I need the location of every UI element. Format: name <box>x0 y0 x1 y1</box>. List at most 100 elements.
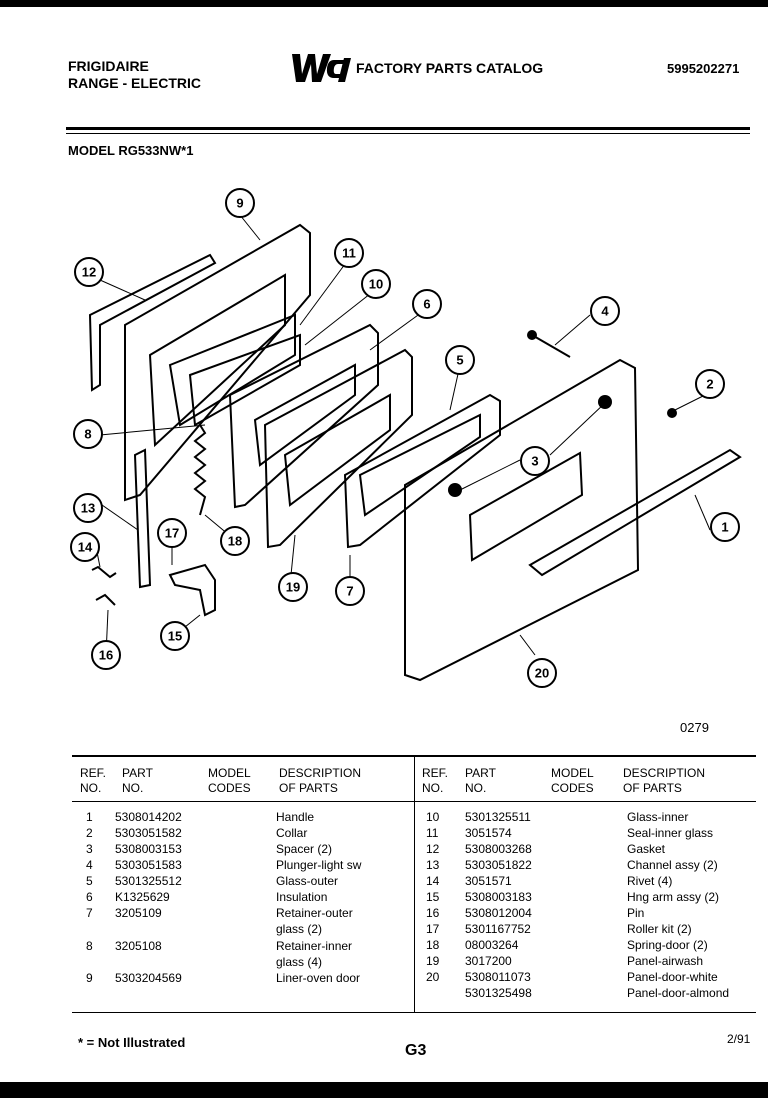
channel-assembly-part <box>133 448 152 589</box>
callout-2: 2 <box>695 369 725 399</box>
table-top-rule <box>72 755 756 757</box>
row-part: 3017200 <box>465 954 512 968</box>
row-part: 5308014202 <box>115 810 182 824</box>
svg-text:12: 12 <box>82 265 96 280</box>
callout-1: 1 <box>710 512 740 542</box>
catalog-title: FACTORY PARTS CATALOG <box>356 60 544 76</box>
svg-text:10: 10 <box>369 277 383 292</box>
callout-18: 18 <box>220 526 250 556</box>
header-codes-right: MODEL CODES <box>551 766 594 795</box>
row-part: 5308003153 <box>115 842 182 856</box>
svg-text:6: 6 <box>423 297 430 312</box>
top-border <box>0 0 768 7</box>
svg-text:20: 20 <box>535 666 549 681</box>
svg-text:7: 7 <box>346 584 353 599</box>
row-part: 3051574 <box>465 826 512 840</box>
header-ref-left: REF. NO. <box>80 766 107 795</box>
row-desc: Handle <box>276 810 315 824</box>
row-ref: 15 <box>426 890 440 904</box>
page-number: G3 <box>405 1042 427 1059</box>
svg-text:13: 13 <box>81 501 95 516</box>
svg-text:15: 15 <box>168 629 182 644</box>
row-part: 5303204569 <box>115 971 182 985</box>
bottom-border <box>0 1082 768 1098</box>
callout-20: 20 <box>527 658 557 688</box>
svg-text:3: 3 <box>531 454 538 469</box>
callout-3: 3 <box>520 446 550 476</box>
row-desc: Seal-inner glass <box>627 826 714 840</box>
catalog-number: 5995202271 <box>667 61 740 76</box>
svg-text:19: 19 <box>286 580 300 595</box>
callout-12: 12 <box>74 257 104 287</box>
callout-16: 16 <box>91 640 121 670</box>
header-part-right: PART NO. <box>465 766 496 795</box>
row-desc: Spacer (2) <box>276 842 333 856</box>
row-part: 5303051822 <box>465 858 532 872</box>
hinge-arm-part <box>168 563 216 617</box>
callout-10: 10 <box>361 269 391 299</box>
svg-text:17: 17 <box>165 526 179 541</box>
row-ref: 1 <box>86 810 93 824</box>
outer-glass-part <box>343 393 501 549</box>
svg-text:16: 16 <box>99 648 113 663</box>
handle-part <box>528 448 742 577</box>
row-ref: 8 <box>86 939 93 953</box>
row-ref: 12 <box>426 842 440 856</box>
row-desc: Insulation <box>276 890 328 904</box>
row-part: 3205109 <box>115 906 162 920</box>
brand-name: FRIGIDAIRE <box>68 58 149 74</box>
row-desc: Collar <box>276 826 308 840</box>
product-type: RANGE - ELECTRIC <box>68 75 201 91</box>
svg-text:4: 4 <box>601 304 609 319</box>
row-part: 5308003268 <box>465 842 532 856</box>
svg-text:11: 11 <box>342 246 356 261</box>
row-part: 5303051582 <box>115 826 182 840</box>
inner-glass-part <box>168 313 301 427</box>
table-header-rule <box>72 801 756 802</box>
header-rule <box>66 127 750 130</box>
row-part: 3205108 <box>115 939 162 953</box>
callout-15: 15 <box>160 621 190 651</box>
row-ref: 20 <box>426 970 440 984</box>
row-ref: 14 <box>426 874 440 888</box>
header-codes-left: MODEL CODES <box>208 766 251 795</box>
callout-9: 9 <box>225 188 255 218</box>
header-desc-left: DESCRIPTION OF PARTS <box>279 766 362 795</box>
callout-11: 11 <box>334 238 364 268</box>
figure-number: 0279 <box>680 720 709 735</box>
row-part: K1325629 <box>115 890 170 904</box>
row-desc: Retainer-inner glass (4) <box>276 939 353 969</box>
row-ref: 6 <box>86 890 93 904</box>
row-ref: 3 <box>86 842 93 856</box>
row-desc: Roller kit (2) <box>627 922 692 936</box>
row-ref: 7 <box>86 906 93 920</box>
callout-13: 13 <box>73 493 103 523</box>
header-desc-right: DESCRIPTION OF PARTS <box>623 766 706 795</box>
row-ref: 13 <box>426 858 440 872</box>
row-part: 5301167752 <box>465 922 531 936</box>
svg-text:1: 1 <box>721 520 728 535</box>
svg-text:18: 18 <box>228 534 242 549</box>
svg-text:5: 5 <box>456 353 463 368</box>
callout-7: 7 <box>335 576 365 606</box>
row-part: 5308012004 <box>465 906 532 920</box>
row-desc: Panel-airwash <box>627 954 704 968</box>
wci-logo <box>292 54 351 82</box>
not-illustrated-note: * = Not Illustrated <box>78 1035 186 1050</box>
row-desc: Rivet (4) <box>627 874 673 888</box>
header-ref-right: REF. NO. <box>422 766 449 795</box>
svg-text:2: 2 <box>706 377 713 392</box>
header-part-left: PART NO. <box>122 766 153 795</box>
callout-4: 4 <box>590 296 620 326</box>
callout-14: 14 <box>70 532 100 562</box>
insulation-part <box>228 323 379 509</box>
svg-text:14: 14 <box>78 540 93 555</box>
row-ref: 4 <box>86 858 93 872</box>
callout-6: 6 <box>412 289 442 319</box>
row-desc: Retainer-outer glass (2) <box>276 906 353 936</box>
model-number: MODEL RG533NW*1 <box>68 143 194 158</box>
row-ref: 17 <box>426 922 440 936</box>
liner-oven-door-part <box>124 223 311 502</box>
row-desc: Plunger-light sw <box>276 858 362 872</box>
row-part: 5308011073 5301325498 <box>465 970 532 1000</box>
